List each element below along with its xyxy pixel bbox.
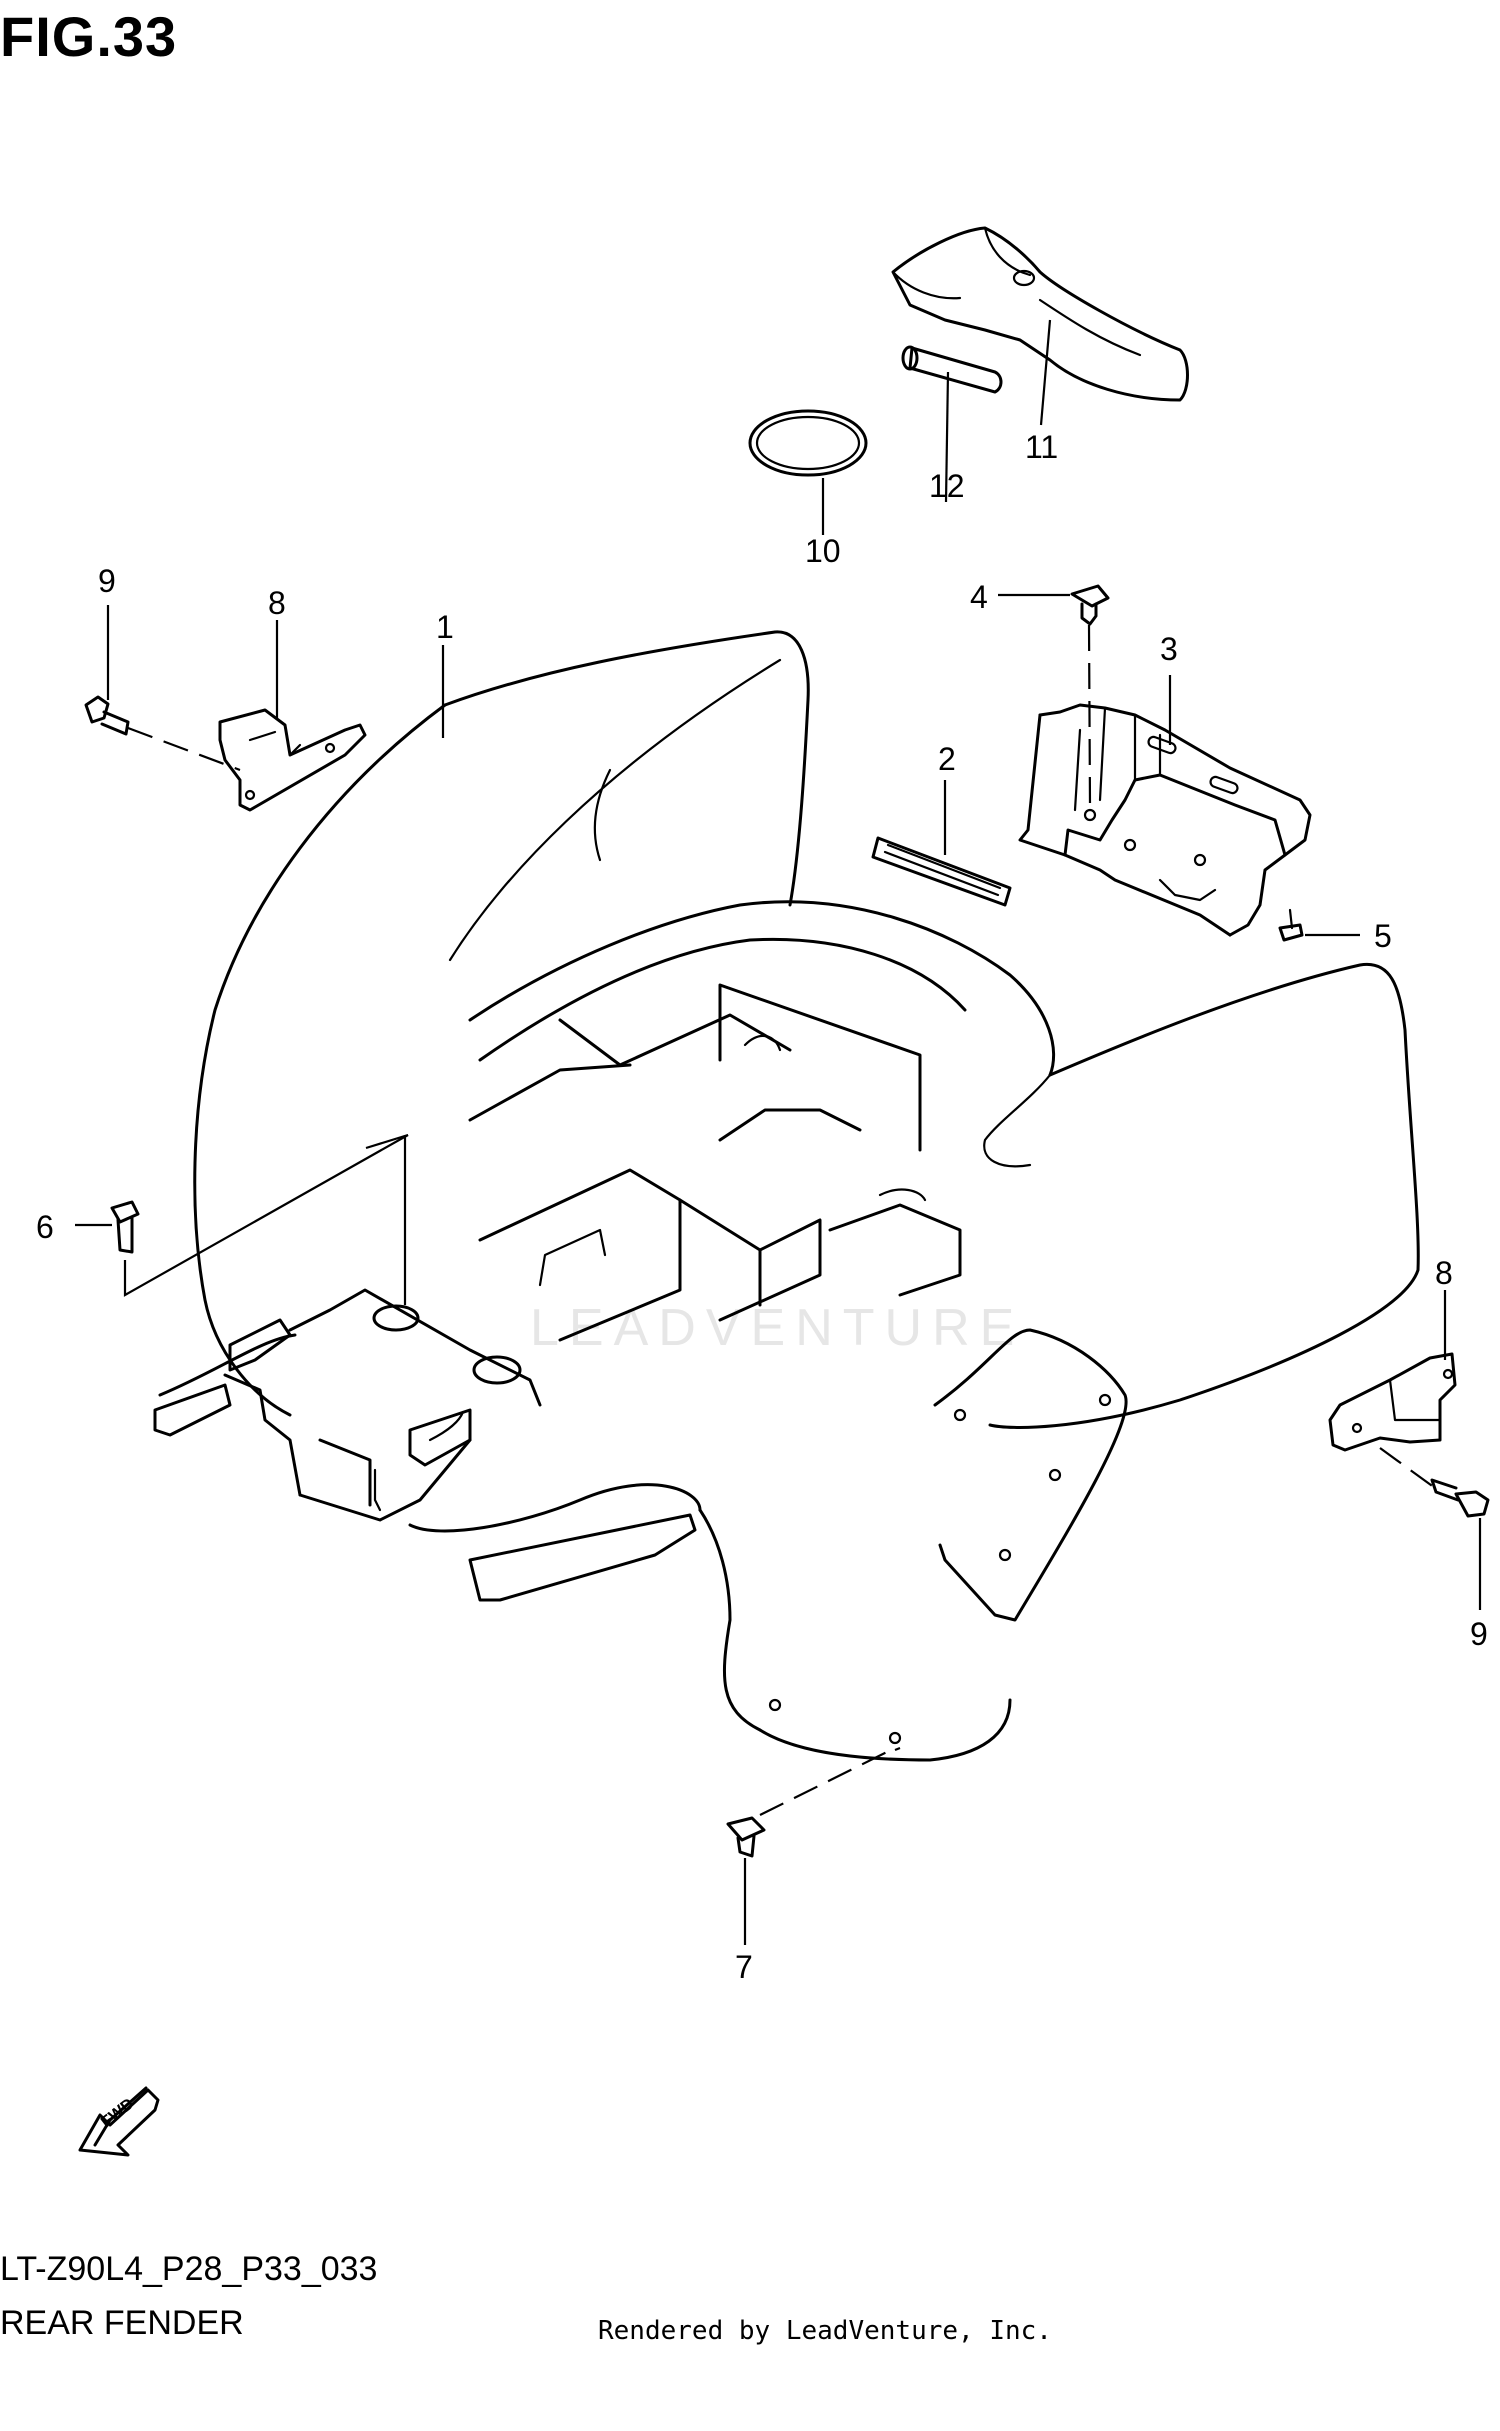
- callout-8-right[interactable]: 8: [1435, 1255, 1453, 1291]
- clip-part-4[interactable]: [1070, 584, 1110, 626]
- callout-9-right[interactable]: 9: [1470, 1616, 1488, 1652]
- callout-12[interactable]: 12: [929, 468, 965, 504]
- callout-7[interactable]: 7: [735, 1949, 753, 1985]
- callout-10[interactable]: 10: [805, 533, 841, 569]
- callout-2[interactable]: 2: [938, 741, 956, 777]
- leader-lines: [75, 319, 1482, 1945]
- callout-6[interactable]: 6: [36, 1209, 54, 1245]
- tool-bag-part-11[interactable]: [891, 226, 1189, 402]
- fwd-arrow-icon: FWD: [78, 2086, 160, 2157]
- callout-3[interactable]: 3: [1160, 631, 1178, 667]
- bolt-part-9-right[interactable]: [1430, 1478, 1490, 1518]
- callout-11[interactable]: 11: [1025, 429, 1058, 465]
- emblem[interactable]: [871, 836, 1012, 907]
- callout-4[interactable]: 4: [970, 579, 988, 615]
- callout-5[interactable]: 5: [1374, 918, 1392, 954]
- figure-title: FIG.33: [0, 5, 178, 68]
- bolt-part-9-left[interactable]: [84, 695, 130, 736]
- callout-1[interactable]: 1: [436, 609, 454, 645]
- rendered-by-credit: Rendered by LeadVenture, Inc.: [598, 2316, 1052, 2346]
- callout-9-left[interactable]: 9: [98, 563, 116, 599]
- callout-labels: 1 2 3 4 5 6 7 8 8 9 9 10 11 12: [36, 429, 1488, 1985]
- rear-fender[interactable]: [153, 630, 1420, 1762]
- tool-part-12[interactable]: [901, 345, 1003, 394]
- fender-hole-1: [372, 1304, 420, 1332]
- band-part-10[interactable]: [748, 409, 868, 477]
- bracket-part-8-right[interactable]: [1328, 1352, 1457, 1452]
- callout-8-left[interactable]: 8: [268, 585, 286, 621]
- fender-hole-2: [472, 1355, 522, 1385]
- watermark: LEADVENTURE: [530, 1299, 1024, 1357]
- figure-name: REAR FENDER: [0, 2304, 244, 2342]
- figure-code: LT-Z90L4_P28_P33_033: [0, 2250, 378, 2288]
- tool-box[interactable]: [1018, 703, 1312, 937]
- watermark-text: LEADVENTURE: [530, 1299, 1024, 1357]
- bolt-part-6[interactable]: [110, 1200, 140, 1254]
- screw-part-5[interactable]: [1278, 908, 1304, 942]
- bracket-part-8-left[interactable]: [218, 708, 367, 812]
- clip-part-7[interactable]: [726, 1816, 766, 1858]
